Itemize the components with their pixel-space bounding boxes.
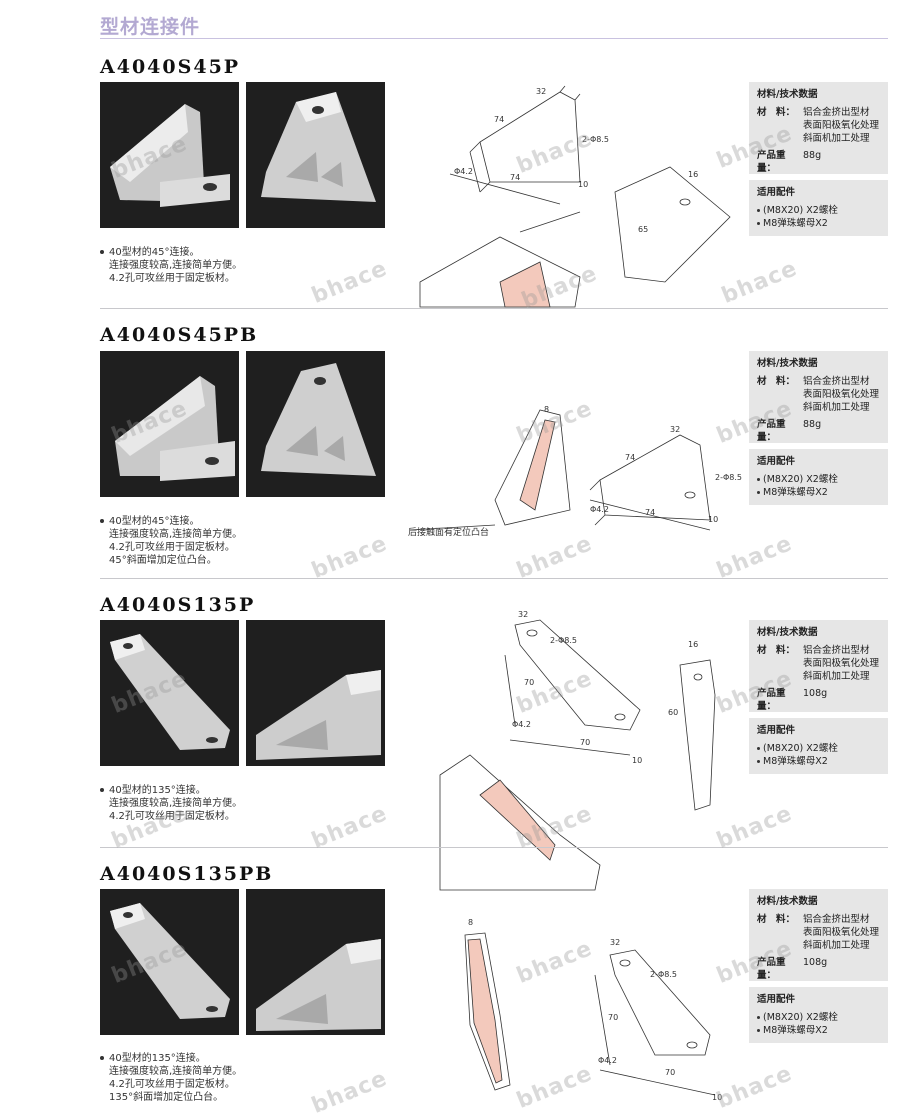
product-photo-back: [246, 351, 385, 497]
product-description: 40型材的135°连接。 连接强度较高,连接简单方便。 4.2孔可攻丝用于固定板…: [100, 1052, 242, 1104]
product-photo-front: [100, 82, 239, 228]
section-divider: [100, 308, 888, 309]
svg-text:10: 10: [632, 756, 642, 765]
drawing-note: 后接触面有定位凸台: [408, 528, 490, 538]
svg-text:Φ4.2: Φ4.2: [590, 505, 609, 514]
svg-text:2-Φ8.5: 2-Φ8.5: [650, 970, 677, 979]
bullet-icon: [100, 250, 104, 254]
product-description: 40型材的45°连接。 连接强度较高,连接简单方便。 4.2孔可攻丝用于固定板材…: [100, 515, 242, 567]
svg-text:Φ4.2: Φ4.2: [598, 1056, 617, 1065]
spec-parts-box: 适用配件 (M8X20) X2螺栓 M8弹珠螺母X2: [749, 449, 888, 505]
product-photo-back: [246, 82, 385, 228]
watermark: bhace: [308, 1066, 392, 1116]
svg-text:10: 10: [578, 180, 588, 189]
model-title: A4040S135P: [100, 594, 256, 616]
bullet-icon: [757, 478, 760, 481]
product-photo-back: [246, 620, 385, 766]
svg-text:16: 16: [688, 640, 698, 649]
svg-text:2-Φ8.5: 2-Φ8.5: [550, 636, 577, 645]
svg-text:65: 65: [638, 225, 648, 234]
bullet-icon: [757, 760, 760, 763]
bullet-icon: [757, 209, 760, 212]
bullet-icon: [100, 1056, 104, 1060]
svg-text:10: 10: [712, 1093, 722, 1102]
model-title: A4040S45P: [100, 56, 241, 78]
svg-text:70: 70: [608, 1013, 618, 1022]
svg-text:70: 70: [665, 1068, 675, 1077]
bullet-icon: [757, 747, 760, 750]
product-photo-front: [100, 889, 239, 1035]
model-title: A4040S135PB: [100, 863, 274, 885]
bullet-icon: [100, 788, 104, 792]
section-divider: [100, 578, 888, 579]
svg-text:Φ4.2: Φ4.2: [512, 720, 531, 729]
svg-text:74: 74: [510, 173, 520, 182]
technical-drawing: 8 32 2-Φ8.5 70 Φ4.2 70 10: [410, 895, 745, 1110]
bullet-icon: [757, 1029, 760, 1032]
spec-material-box: 材料/技术数据 材 料：铝合金挤出型材表面阳极氧化处理斜面机加工处理 产品重量：…: [749, 82, 888, 174]
svg-text:70: 70: [580, 738, 590, 747]
bullet-icon: [757, 1016, 760, 1019]
svg-text:8: 8: [544, 405, 549, 414]
svg-text:32: 32: [518, 610, 528, 619]
svg-text:8: 8: [468, 918, 473, 927]
technical-drawing: 32 2-Φ8.5 70 Φ4.2 70 10 16 60: [410, 605, 745, 895]
svg-text:60: 60: [668, 708, 678, 717]
svg-text:2-Φ8.5: 2-Φ8.5: [715, 473, 742, 482]
svg-text:70: 70: [524, 678, 534, 687]
spec-parts-box: 适用配件 (M8X20) X2螺栓 M8弹珠螺母X2: [749, 718, 888, 774]
watermark: bhace: [308, 801, 392, 854]
svg-text:16: 16: [688, 170, 698, 179]
bullet-icon: [757, 491, 760, 494]
technical-drawing: 32 74 74 2-Φ8.5 Φ4.2 10 8: [410, 350, 745, 550]
spec-material-box: 材料/技术数据 材 料：铝合金挤出型材表面阳极氧化处理斜面机加工处理 产品重量：…: [749, 889, 888, 981]
technical-drawing: 32 74 74 2-Φ8.5 Φ4.2 10 16 65: [410, 82, 745, 312]
watermark: bhace: [308, 256, 392, 309]
svg-text:32: 32: [610, 938, 620, 947]
svg-text:74: 74: [494, 115, 504, 124]
svg-text:32: 32: [536, 87, 546, 96]
product-description: 40型材的135°连接。 连接强度较高,连接简单方便。 4.2孔可攻丝用于固定板…: [100, 784, 242, 823]
svg-text:74: 74: [625, 453, 635, 462]
svg-text:32: 32: [670, 425, 680, 434]
product-photo-front: [100, 351, 239, 497]
product-photo-back: [246, 889, 385, 1035]
product-photo-front: [100, 620, 239, 766]
product-description: 40型材的45°连接。 连接强度较高,连接简单方便。 4.2孔可攻丝用于固定板材…: [100, 246, 242, 285]
svg-text:Φ4.2: Φ4.2: [454, 167, 473, 176]
model-title: A4040S45PB: [100, 324, 259, 346]
svg-text:10: 10: [708, 515, 718, 524]
spec-material-box: 材料/技术数据 材 料：铝合金挤出型材表面阳极氧化处理斜面机加工处理 产品重量：…: [749, 620, 888, 712]
svg-text:2-Φ8.5: 2-Φ8.5: [582, 135, 609, 144]
bullet-icon: [100, 519, 104, 523]
svg-text:74: 74: [645, 508, 655, 517]
bullet-icon: [757, 222, 760, 225]
section-divider: [100, 847, 888, 848]
spec-parts-box: 适用配件 (M8X20) X2螺栓 M8弹珠螺母X2: [749, 987, 888, 1043]
spec-material-box: 材料/技术数据 材 料：铝合金挤出型材表面阳极氧化处理斜面机加工处理 产品重量：…: [749, 351, 888, 443]
spec-parts-box: 适用配件 (M8X20) X2螺栓 M8弹珠螺母X2: [749, 180, 888, 236]
title-divider: [100, 38, 888, 39]
page-title: 型材连接件: [100, 16, 201, 38]
watermark: bhace: [308, 531, 392, 584]
